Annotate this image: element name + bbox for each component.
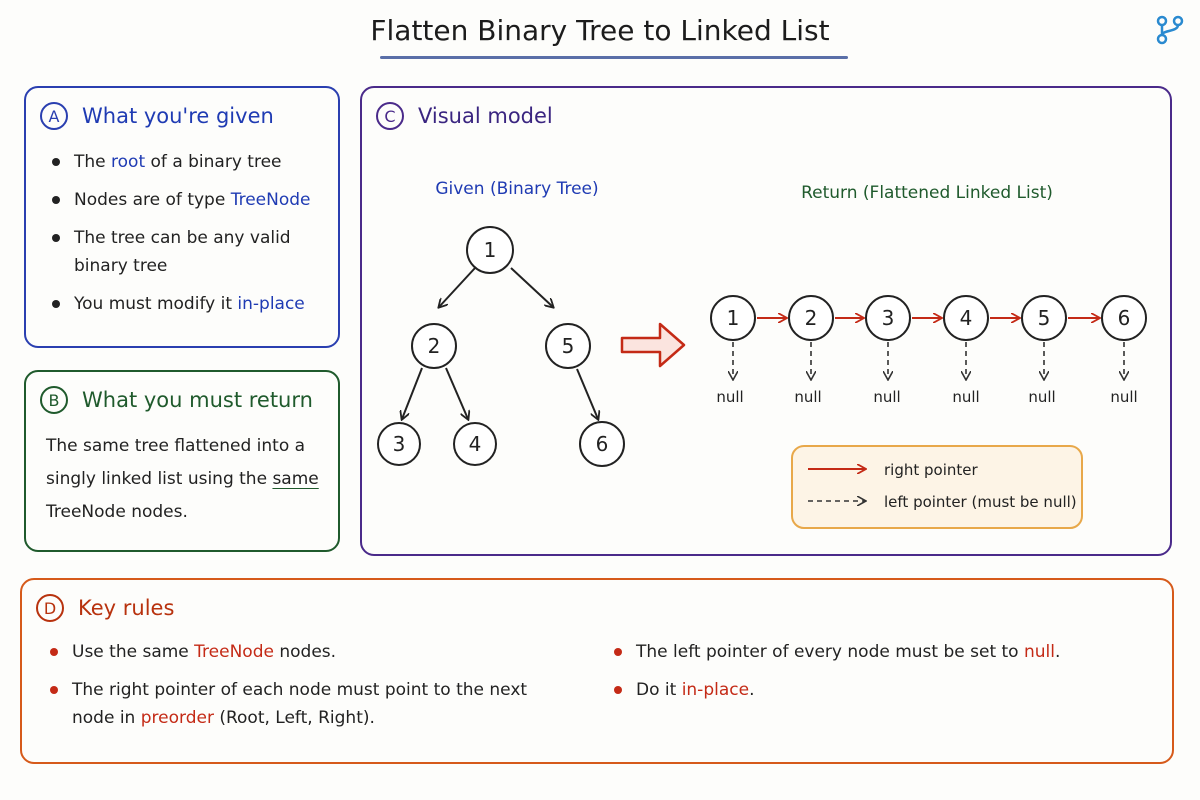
null-label: null bbox=[873, 388, 900, 406]
highlight-same: same bbox=[272, 469, 319, 489]
panel-key-rules: D Key rules Use the same TreeNode nodes.… bbox=[20, 578, 1174, 764]
badge-b: B bbox=[40, 386, 68, 414]
list-node-label: 6 bbox=[1118, 306, 1131, 330]
text: Use the same bbox=[72, 642, 195, 662]
null-label: null bbox=[952, 388, 979, 406]
null-label: null bbox=[716, 388, 743, 406]
list-item: Do it in-place. bbox=[612, 676, 1152, 704]
tree-node bbox=[579, 421, 625, 467]
tree-node-label: 2 bbox=[428, 334, 441, 358]
tree-node bbox=[545, 323, 591, 369]
list-item: The right pointer of each node must poin… bbox=[48, 676, 568, 732]
text: Nodes are of type bbox=[74, 190, 231, 210]
rules-list-left: Use the same TreeNode nodes. The right p… bbox=[48, 638, 568, 742]
panel-return-heading: What you must return bbox=[82, 388, 313, 412]
panel-given-header: A What you're given bbox=[40, 102, 274, 130]
panel-given-heading: What you're given bbox=[82, 104, 274, 128]
text: The same tree flattened into a singly li… bbox=[46, 436, 306, 489]
title-underline bbox=[380, 56, 848, 59]
tree-edge bbox=[576, 368, 598, 419]
text: nodes. bbox=[273, 642, 337, 662]
tree-node-label: 1 bbox=[484, 238, 497, 262]
list-item: The tree can be any valid binary tree bbox=[50, 224, 294, 280]
highlight-preorder: preorder bbox=[140, 708, 214, 728]
text: The tree can be any valid binary tree bbox=[74, 228, 291, 276]
tree-node bbox=[377, 422, 421, 466]
null-label: null bbox=[1110, 388, 1137, 406]
list-node bbox=[788, 295, 834, 341]
badge-c: C bbox=[376, 102, 404, 130]
highlight-treenode: TreeNode bbox=[230, 190, 311, 210]
legend-left-label: left pointer (must be null) bbox=[884, 493, 1077, 511]
text: The right pointer of each node must poin… bbox=[72, 680, 528, 728]
panel-given: A What you're given The root of a binary… bbox=[24, 86, 340, 348]
tree-edge bbox=[439, 267, 476, 307]
panel-visual-heading: Visual model bbox=[418, 104, 553, 128]
list-node bbox=[1021, 295, 1067, 341]
list-node-label: 2 bbox=[805, 306, 818, 330]
tree-node-label: 4 bbox=[469, 432, 482, 456]
text: . bbox=[749, 680, 755, 700]
list-item: The left pointer of every node must be s… bbox=[612, 638, 1152, 666]
tree-node bbox=[411, 323, 457, 369]
list-item: You must modify it in-place bbox=[50, 290, 311, 318]
page-title: Flatten Binary Tree to Linked List bbox=[370, 14, 830, 47]
highlight-in-place: in-place bbox=[681, 680, 750, 700]
return-description: The same tree flattened into a singly li… bbox=[46, 430, 326, 529]
return-label: Return (Flattened Linked List) bbox=[801, 183, 1053, 203]
panel-return: B What you must return The same tree fla… bbox=[24, 370, 340, 552]
visual-diagram: Given (Binary Tree) Return (Flattened Li… bbox=[377, 179, 1147, 529]
transform-arrow-icon bbox=[620, 322, 686, 368]
text: Do it bbox=[636, 680, 682, 700]
legend-right-label: right pointer bbox=[884, 461, 978, 479]
list-node bbox=[865, 295, 911, 341]
text: The bbox=[74, 152, 112, 172]
highlight-treenode: TreeNode bbox=[194, 642, 274, 662]
list-node-label: 1 bbox=[727, 306, 740, 330]
given-label: Given (Binary Tree) bbox=[435, 179, 598, 199]
branch-icon bbox=[1156, 15, 1184, 45]
null-label: null bbox=[1028, 388, 1055, 406]
tree-node-label: 6 bbox=[596, 432, 609, 456]
badge-d: D bbox=[36, 594, 64, 622]
tree-edge bbox=[510, 267, 553, 307]
badge-a: A bbox=[40, 102, 68, 130]
tree-node bbox=[466, 226, 514, 274]
list-node-label: 3 bbox=[882, 306, 895, 330]
text: The left pointer of every node must be s… bbox=[636, 642, 1024, 662]
tree-node-label: 3 bbox=[393, 432, 406, 456]
panel-rules-heading: Key rules bbox=[78, 596, 175, 620]
tree-node-label: 5 bbox=[562, 334, 575, 358]
tree-edge bbox=[445, 367, 468, 419]
list-node-label: 5 bbox=[1038, 306, 1051, 330]
highlight-root: root bbox=[111, 152, 146, 172]
tree-node bbox=[453, 422, 497, 466]
panel-rules-header: D Key rules bbox=[36, 594, 174, 622]
panel-return-header: B What you must return bbox=[40, 386, 313, 414]
list-item: The root of a binary tree bbox=[50, 148, 311, 176]
panel-visual-model: C Visual model Given (Binary Tree) Retur… bbox=[360, 86, 1172, 556]
null-label: null bbox=[794, 388, 821, 406]
text: (Root, Left, Right). bbox=[213, 708, 375, 728]
highlight-null: null bbox=[1024, 642, 1055, 662]
given-list: The root of a binary tree Nodes are of t… bbox=[50, 148, 311, 328]
legend-box bbox=[791, 445, 1083, 529]
highlight-in-place: in-place bbox=[237, 294, 305, 314]
text: . bbox=[1055, 642, 1061, 662]
list-node bbox=[1101, 295, 1147, 341]
panel-visual-header: C Visual model bbox=[376, 102, 553, 130]
list-node bbox=[710, 295, 756, 341]
tree-edge bbox=[402, 367, 423, 419]
rules-list-right: The left pointer of every node must be s… bbox=[612, 638, 1152, 714]
list-item: Nodes are of type TreeNode bbox=[50, 186, 311, 214]
list-item: Use the same TreeNode nodes. bbox=[48, 638, 568, 666]
text: TreeNode nodes. bbox=[46, 502, 188, 522]
text: of a binary tree bbox=[145, 152, 282, 172]
list-node bbox=[943, 295, 989, 341]
text: You must modify it bbox=[74, 294, 238, 314]
list-node-label: 4 bbox=[960, 306, 973, 330]
